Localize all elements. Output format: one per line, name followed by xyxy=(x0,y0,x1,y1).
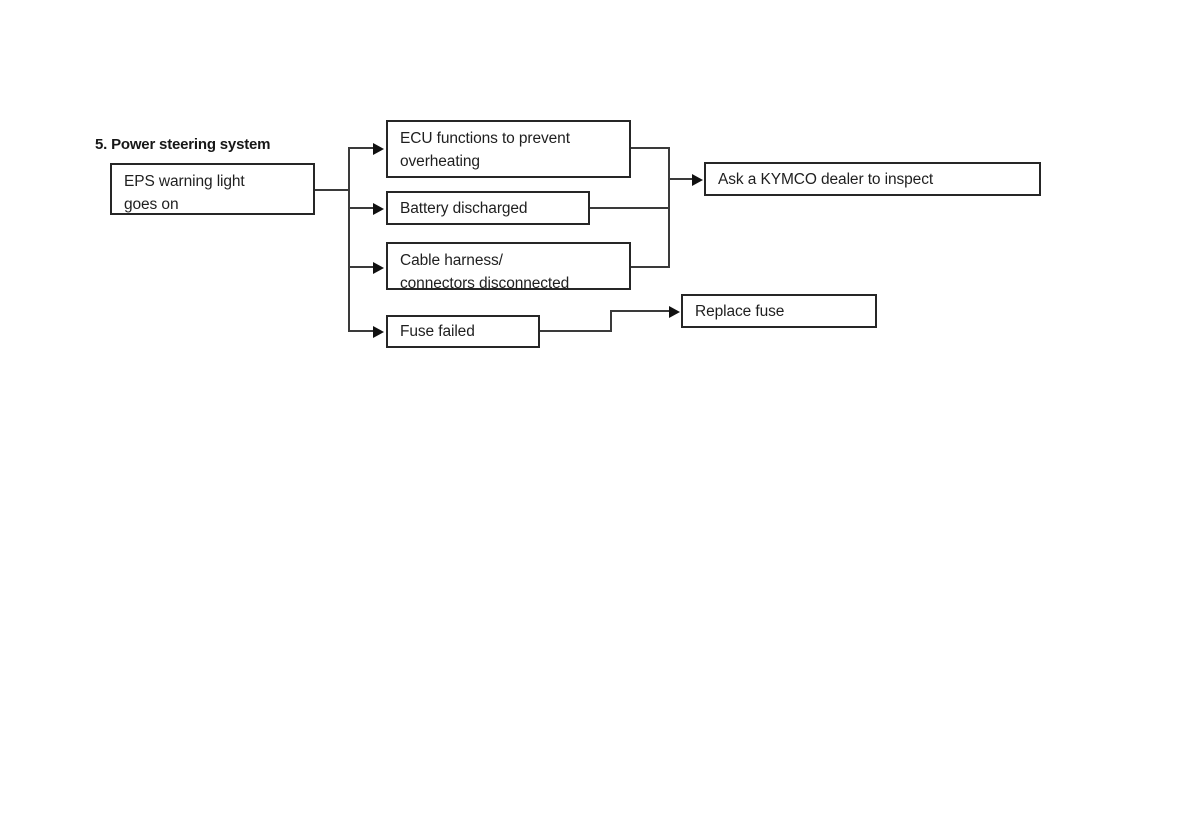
arrowhead-to-replace-fuse xyxy=(669,306,680,318)
node-eps-warning-light[interactable]: EPS warning light goes on xyxy=(110,163,315,215)
arrowhead-to-ecu xyxy=(373,143,384,155)
node-ecu-functions[interactable]: ECU functions to prevent overheating xyxy=(386,120,631,178)
edge-merge-trunk xyxy=(668,147,670,268)
edge-fuse-to-replace xyxy=(610,310,673,312)
arrowhead-to-fuse xyxy=(373,326,384,338)
node-replace-fuse[interactable]: Replace fuse xyxy=(681,294,877,328)
arrowhead-to-battery xyxy=(373,203,384,215)
edge-fuse-riser xyxy=(610,310,612,332)
edge-symptom-to-fuse xyxy=(348,330,375,332)
edge-symptom-to-ecu xyxy=(348,147,375,149)
edge-ecu-to-merge xyxy=(629,147,670,149)
node-battery-discharged-label: Battery discharged xyxy=(400,199,528,217)
edge-symptom-to-cable xyxy=(348,266,375,268)
node-ask-kymco-dealer[interactable]: Ask a KYMCO dealer to inspect xyxy=(704,162,1041,196)
node-battery-discharged[interactable]: Battery discharged xyxy=(386,191,590,225)
node-eps-warning-light-label: EPS warning light goes on xyxy=(124,173,245,213)
node-cable-harness-disconnected-label: Cable harness/ connectors disconnected xyxy=(400,252,570,292)
node-ask-kymco-dealer-label: Ask a KYMCO dealer to inspect xyxy=(718,170,934,188)
edge-merge-to-dealer xyxy=(668,178,696,180)
edge-battery-to-merge xyxy=(588,207,670,209)
arrowhead-to-cable xyxy=(373,262,384,274)
node-fuse-failed-label: Fuse failed xyxy=(400,323,475,340)
edge-cable-to-merge xyxy=(629,266,670,268)
edge-fuse-right xyxy=(539,330,612,332)
page-title: 5. Power steering system xyxy=(95,136,271,153)
edge-symptom-to-battery xyxy=(348,207,375,209)
edge-symptom-trunk xyxy=(348,147,350,332)
edge-symptom-stub xyxy=(315,189,350,191)
node-fuse-failed[interactable]: Fuse failed xyxy=(386,315,540,348)
arrowhead-to-dealer xyxy=(692,174,703,186)
node-ecu-functions-label: ECU functions to prevent overheating xyxy=(400,130,570,170)
node-cable-harness-disconnected[interactable]: Cable harness/ connectors disconnected xyxy=(386,242,631,292)
node-replace-fuse-label: Replace fuse xyxy=(695,302,785,320)
